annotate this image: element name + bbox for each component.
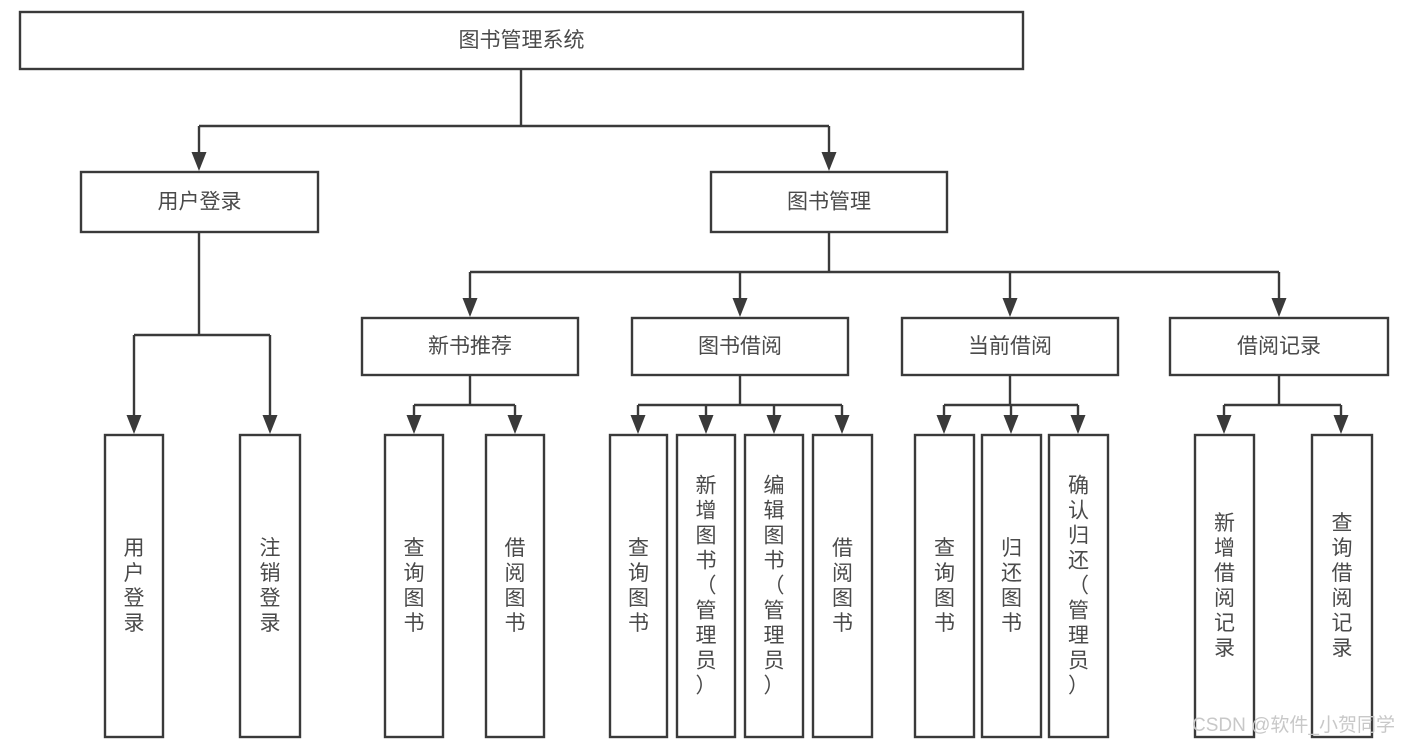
node-leaf-3-label: 借阅图书 [505, 537, 526, 635]
node-level3-3-box[interactable] [1168, 316, 1390, 377]
node-leaf-12-box[interactable] [1310, 433, 1374, 739]
connector-layer [126, 69, 1349, 434]
node-level3-0-label: 新书推荐 [428, 335, 512, 358]
connector-group [191, 69, 837, 171]
node-leaf-7[interactable]: 借阅图书 [811, 433, 874, 739]
node-leaf-3-box[interactable] [484, 433, 546, 739]
node-level3-0[interactable]: 新书推荐 [360, 316, 580, 377]
node-leaf-5-label: 新增图书（管理员） [696, 474, 717, 697]
connector-group [630, 375, 850, 434]
node-leaf-2-box[interactable] [383, 433, 445, 739]
node-leaf-6-label: 编辑图书（管理员） [764, 474, 785, 697]
node-leaf-12[interactable]: 查询借阅记录 [1310, 433, 1374, 739]
node-level2-0-label: 用户登录 [158, 191, 242, 214]
node-leaf-5[interactable]: 新增图书（管理员） [675, 433, 737, 739]
node-leaf-1-label: 注销登录 [260, 537, 281, 635]
node-leaf-8[interactable]: 查询图书 [913, 433, 976, 739]
node-root-label: 图书管理系统 [459, 29, 585, 52]
node-leaf-4-label: 查询图书 [628, 537, 649, 635]
node-leaf-11-label: 新增借阅记录 [1214, 512, 1235, 660]
node-leaf-6[interactable]: 编辑图书（管理员） [743, 433, 805, 739]
node-leaf-12-label: 查询借阅记录 [1332, 512, 1353, 660]
node-leaf-10[interactable]: 确认归还（管理员） [1047, 433, 1110, 739]
node-leaf-11-box[interactable] [1193, 433, 1256, 739]
connector-group [126, 232, 278, 434]
node-leaf-2[interactable]: 查询图书 [383, 433, 445, 739]
connector-group [1216, 375, 1349, 434]
connector-group [406, 375, 523, 434]
node-leaf-6-box[interactable] [743, 433, 805, 739]
node-leaf-1-box[interactable] [238, 433, 302, 739]
node-level3-1-label: 图书借阅 [698, 335, 782, 358]
node-leaf-7-label: 借阅图书 [832, 537, 853, 635]
connector-group [936, 375, 1086, 434]
node-leaf-0[interactable]: 用户登录 [103, 433, 165, 739]
node-level3-3-label: 借阅记录 [1237, 335, 1321, 358]
node-leaf-9[interactable]: 归还图书 [980, 433, 1043, 739]
csdn-watermark: CSDN @软件_小贺同学 [1192, 714, 1395, 736]
connector-group [462, 232, 1287, 317]
node-leaf-10-label: 确认归还（管理员） [1068, 474, 1089, 697]
node-leaf-1[interactable]: 注销登录 [238, 433, 302, 739]
node-leaf-8-box[interactable] [913, 433, 976, 739]
node-leaf-3[interactable]: 借阅图书 [484, 433, 546, 739]
node-level2-1-box[interactable] [709, 170, 949, 234]
node-leaf-7-box[interactable] [811, 433, 874, 739]
node-leaf-4[interactable]: 查询图书 [608, 433, 669, 739]
node-leaf-9-box[interactable] [980, 433, 1043, 739]
node-level3-2[interactable]: 当前借阅 [900, 316, 1120, 377]
node-level2-1-label: 图书管理 [787, 191, 871, 214]
node-level3-3[interactable]: 借阅记录 [1168, 316, 1390, 377]
node-leaf-11[interactable]: 新增借阅记录 [1193, 433, 1256, 739]
node-level3-2-box[interactable] [900, 316, 1120, 377]
node-level2-0-box[interactable] [79, 170, 320, 234]
node-leaf-8-label: 查询图书 [934, 537, 955, 635]
node-leaf-5-box[interactable] [675, 433, 737, 739]
node-level3-1-box[interactable] [630, 316, 850, 377]
node-level3-0-box[interactable] [360, 316, 580, 377]
node-leaf-0-box[interactable] [103, 433, 165, 739]
node-level2-1[interactable]: 图书管理 [709, 170, 949, 234]
node-leaf-0-label: 用户登录 [124, 537, 145, 635]
node-level3-1[interactable]: 图书借阅 [630, 316, 850, 377]
node-level2-0[interactable]: 用户登录 [79, 170, 320, 234]
node-leaf-10-box[interactable] [1047, 433, 1110, 739]
node-leaf-9-label: 归还图书 [1001, 537, 1022, 635]
node-root[interactable]: 图书管理系统 [18, 10, 1025, 71]
node-leaf-4-box[interactable] [608, 433, 669, 739]
node-leaf-2-label: 查询图书 [404, 537, 425, 635]
node-root-box[interactable] [18, 10, 1025, 71]
node-level3-2-label: 当前借阅 [968, 335, 1052, 358]
node-layer: 图书管理系统用户登录图书管理新书推荐图书借阅当前借阅借阅记录用户登录注销登录查询… [18, 10, 1390, 739]
